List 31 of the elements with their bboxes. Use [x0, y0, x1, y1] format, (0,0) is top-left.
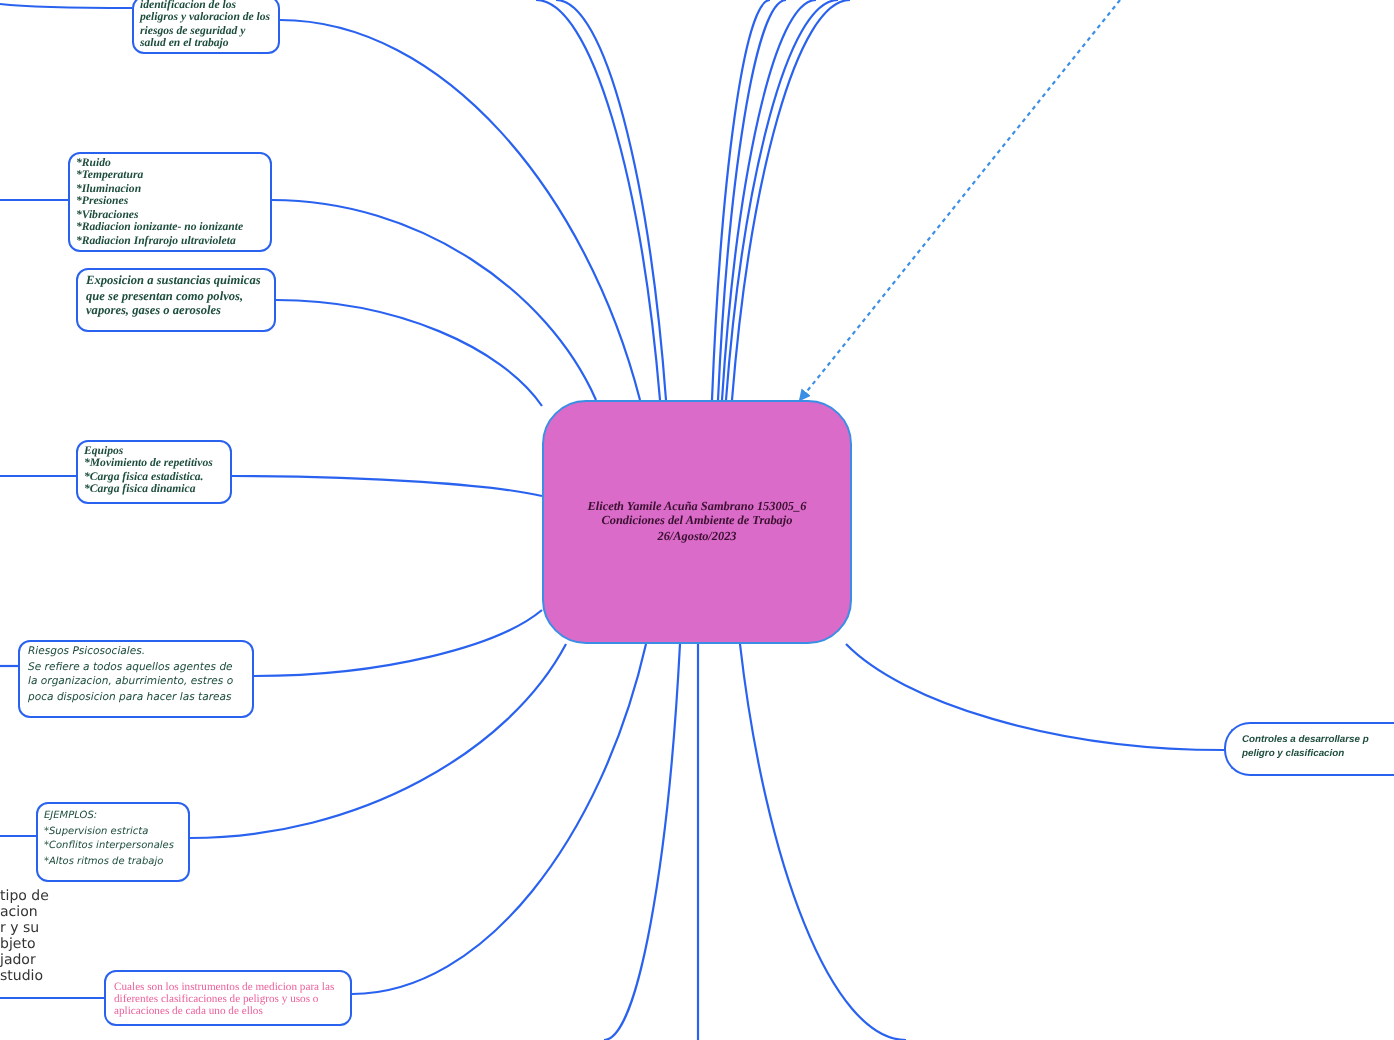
connector-line [0, 834, 36, 838]
connector-line [696, 644, 700, 1040]
connector-line [845, 643, 1225, 752]
connector-line [275, 298, 543, 407]
topic-box [76, 440, 232, 504]
topic-box [68, 152, 272, 252]
connector-line [0, 474, 76, 478]
question-box [104, 970, 352, 1026]
connector-line [0, 996, 104, 1000]
connector-line [271, 198, 597, 401]
topic-box [18, 640, 254, 718]
topic-box [76, 268, 276, 332]
connector-line [555, 0, 668, 401]
connector-line [720, 0, 817, 401]
arrow [798, 0, 1121, 402]
topic-box [36, 802, 190, 882]
central-topic-box [542, 400, 852, 644]
connector-line [535, 0, 662, 401]
connector-line [232, 474, 543, 498]
connector-line [0, 664, 18, 668]
connector-line [253, 609, 543, 678]
connector-line [279, 18, 642, 401]
connector-line [0, 198, 68, 202]
topic-box [1224, 722, 1394, 776]
connector-line [710, 0, 771, 401]
connector-line [0, 2, 132, 10]
connector-line [603, 643, 682, 1040]
connector-line [716, 0, 787, 401]
connector-line [189, 643, 567, 840]
connector-line [738, 643, 907, 1040]
connector-line [351, 643, 648, 996]
